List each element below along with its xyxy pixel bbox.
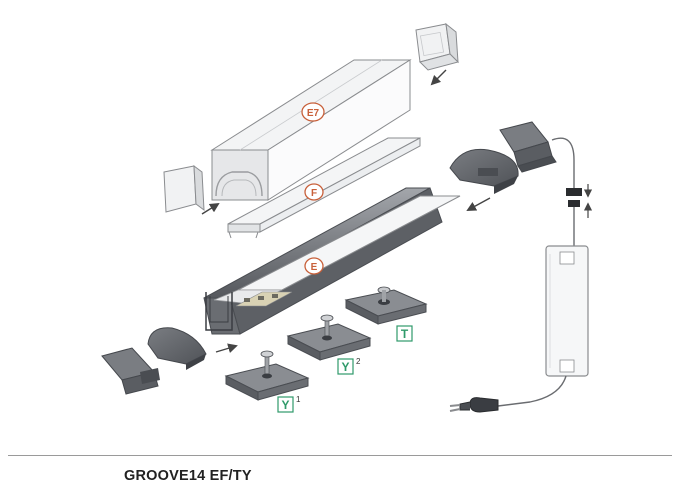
end-cap-with-hole-icon bbox=[147, 327, 207, 370]
svg-text:Y: Y bbox=[341, 360, 349, 374]
arrow-icon bbox=[215, 343, 238, 353]
svg-text:E7: E7 bbox=[307, 108, 320, 119]
svg-text:2: 2 bbox=[356, 357, 361, 366]
mounting-bracket-t-icon bbox=[344, 286, 428, 325]
svg-text:T: T bbox=[401, 327, 409, 341]
end-cap-e7-right-icon bbox=[415, 22, 459, 71]
svg-text:F: F bbox=[311, 188, 317, 199]
svg-text:Y: Y bbox=[281, 398, 289, 412]
connector-icon bbox=[568, 200, 580, 207]
exploded-assembly-diagram: E7 F bbox=[101, 22, 593, 413]
label-y1: Y 1 bbox=[277, 395, 301, 413]
svg-text:1: 1 bbox=[296, 395, 301, 404]
profile-e bbox=[203, 187, 461, 335]
cable bbox=[497, 375, 567, 407]
end-cap-plain-icon bbox=[101, 347, 160, 395]
mounting-bracket-y1-icon bbox=[224, 350, 310, 401]
power-supply-icon bbox=[545, 245, 589, 377]
footer-divider bbox=[8, 455, 672, 456]
led-strip-icon bbox=[235, 291, 293, 307]
label-e7: E7 bbox=[301, 102, 325, 122]
arrow-icon bbox=[201, 202, 220, 215]
arrow-icon bbox=[430, 69, 447, 86]
label-f: F bbox=[304, 183, 324, 201]
end-cap-e7-left-icon bbox=[163, 164, 205, 213]
label-y2: Y 2 bbox=[337, 357, 361, 375]
mounting-bracket-y2-icon bbox=[286, 314, 372, 361]
connector-icon bbox=[566, 188, 582, 196]
diffuser-f bbox=[227, 137, 421, 239]
arrow-icon bbox=[466, 197, 491, 211]
label-t: T bbox=[396, 325, 413, 342]
svg-text:E: E bbox=[311, 262, 318, 273]
label-e: E bbox=[304, 257, 324, 275]
product-title: GROOVE14 EF/TY bbox=[124, 468, 252, 484]
cable bbox=[551, 137, 575, 188]
power-plug-icon bbox=[449, 397, 499, 413]
end-cap-with-hole-icon bbox=[449, 148, 519, 194]
end-cap-plain-icon bbox=[499, 121, 557, 173]
